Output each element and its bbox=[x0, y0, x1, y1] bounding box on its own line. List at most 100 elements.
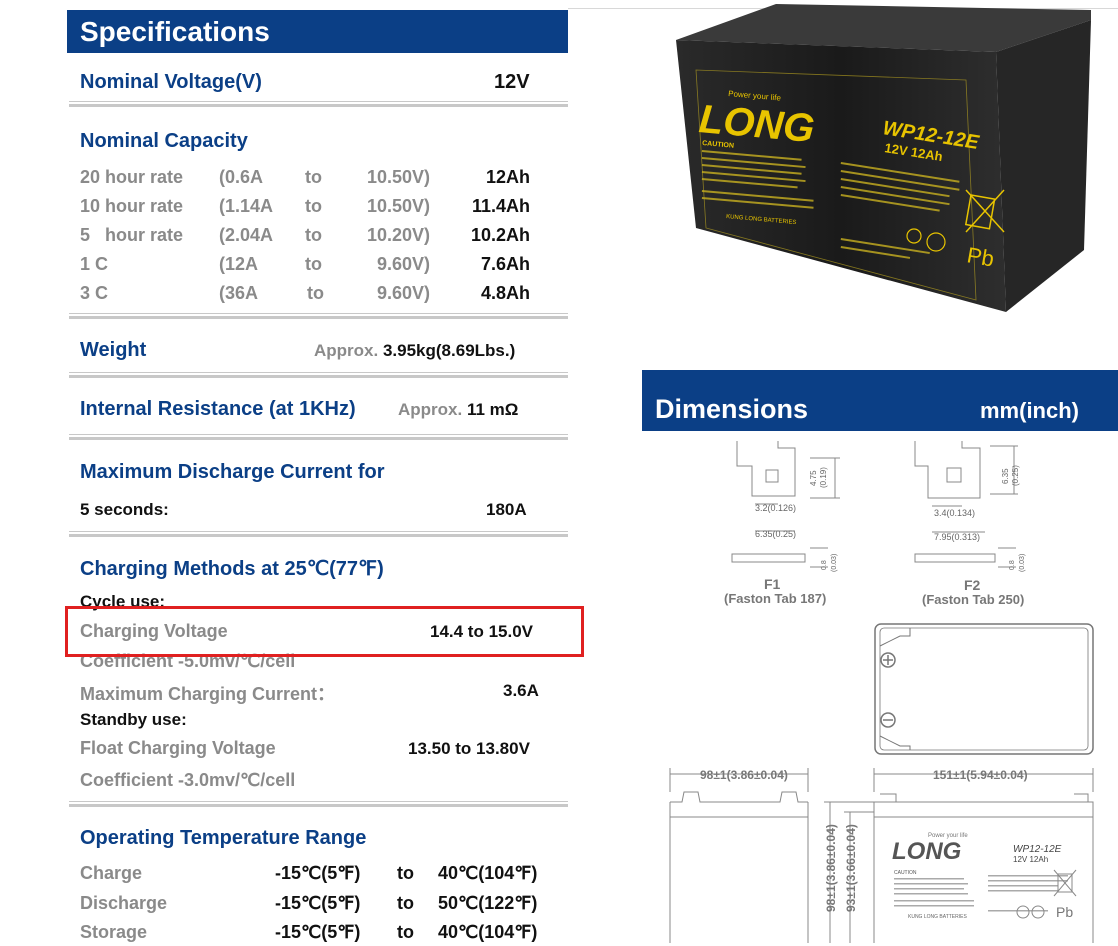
recycle-icon bbox=[906, 228, 946, 252]
capacity-voltage: 9.60V) bbox=[376, 283, 430, 303]
charging-voltage-label: Charging Voltage bbox=[80, 621, 228, 641]
divider bbox=[69, 372, 568, 378]
front-length: 151±1(5.94±0.04) bbox=[933, 768, 1028, 782]
terminal-drawings: 4.75 (0.19) 3.2(0.126) 6.35(0.25) 0.8 (0… bbox=[724, 441, 1026, 607]
capacity-current: (12A bbox=[219, 254, 259, 274]
front-recycle-label: Pb bbox=[1056, 904, 1073, 920]
f1-w2: 6.35(0.25) bbox=[755, 529, 796, 539]
capacity-voltage: 9.60V) bbox=[376, 254, 430, 274]
f2-t: 0.8 bbox=[1009, 560, 1016, 570]
max-charging-current-label: Maximum Charging Current： bbox=[80, 684, 336, 704]
battery-photo: Power your life LONG WP12-12E 12V 12Ah C… bbox=[676, 4, 1091, 312]
capacity-value: 11.4Ah bbox=[471, 196, 530, 216]
capacity-current: (1.14A bbox=[219, 196, 274, 216]
weight-value: 3.95kg(8.69Lbs.) bbox=[382, 341, 516, 360]
max-charging-current-value: 3.6A bbox=[503, 681, 539, 700]
capacity-value: 7.6Ah bbox=[480, 254, 530, 274]
capacity-row: 1 C (12A to 9.60V) 7.6Ah bbox=[0, 254, 560, 278]
front-tagline: Power your life bbox=[928, 833, 968, 839]
side-view-drawing: 98±1(3.86±0.04) bbox=[669, 768, 809, 943]
charging-methods-title: Charging Methods at 25℃(77℉) bbox=[80, 558, 384, 580]
internal-resistance-value: 11 mΩ bbox=[466, 400, 519, 419]
nominal-capacity-title: Nominal Capacity bbox=[80, 130, 248, 152]
max-discharge-title: Maximum Discharge Current for bbox=[80, 461, 385, 483]
divider bbox=[69, 531, 568, 537]
front-view-drawing: 151±1(5.94±0.04) 98±1(3.86±0.04) 93±1(3.… bbox=[824, 768, 1094, 943]
standby-use-label: Standby use: bbox=[80, 710, 187, 729]
weight-value-group: Approx. 3.95kg(8.69Lbs.) bbox=[314, 341, 515, 361]
dimensions-unit: mm(inch) bbox=[980, 398, 1079, 423]
temp-to: to bbox=[397, 922, 414, 942]
internal-resistance-label: Internal Resistance (at 1KHz) bbox=[80, 398, 356, 420]
f2-h-in: (0.25) bbox=[1011, 465, 1020, 486]
f1-name: F1 bbox=[764, 576, 781, 592]
capacity-row: 10 hour rate (1.14A to 10.50V) 11.4Ah bbox=[0, 196, 560, 220]
capacity-row: 20 hour rate (0.6A to 10.50V) 12Ah bbox=[0, 167, 560, 191]
temp-low: -15℃(5℉) bbox=[275, 893, 361, 913]
dimensions-title: Dimensions bbox=[655, 394, 809, 424]
side-width: 98±1(3.86±0.04) bbox=[700, 768, 788, 782]
specifications-title: Specifications bbox=[80, 16, 270, 47]
temp-label: Storage bbox=[80, 922, 148, 942]
temp-high: 50℃(122℉) bbox=[438, 893, 538, 913]
float-voltage-value: 13.50 to 13.80V bbox=[408, 739, 530, 758]
specifications-header: Specifications bbox=[67, 10, 568, 53]
temp-row: Storage -15℃(5℉) to 40℃(104℉) bbox=[0, 922, 560, 946]
capacity-value: 12Ah bbox=[485, 167, 530, 187]
height-body: 93±1(3.66±0.04) bbox=[844, 824, 858, 912]
front-brand: LONG bbox=[892, 838, 961, 865]
capacity-rate: 20 hour rate bbox=[80, 167, 184, 187]
temp-row: Charge -15℃(5℉) to 40℃(104℉) bbox=[0, 863, 560, 887]
battery-recycle-label: Pb bbox=[965, 242, 996, 271]
internal-resistance-prefix: Approx. bbox=[398, 400, 463, 419]
f2-caption: (Faston Tab 250) bbox=[922, 592, 1024, 607]
f1-w1: 3.2(0.126) bbox=[755, 503, 796, 513]
capacity-current: (2.04A bbox=[219, 225, 274, 245]
temp-to: to bbox=[397, 893, 414, 913]
capacity-voltage: 10.50V) bbox=[366, 167, 430, 187]
temp-label: Charge bbox=[80, 863, 143, 883]
temp-label: Discharge bbox=[80, 893, 168, 913]
front-caution: CAUTION bbox=[894, 870, 917, 876]
capacity-to: to bbox=[307, 283, 324, 303]
f2-w2: 7.95(0.313) bbox=[934, 532, 980, 542]
capacity-rate: 5 hour rate bbox=[80, 225, 184, 245]
capacity-to: to bbox=[305, 225, 322, 245]
capacity-to: to bbox=[305, 167, 322, 187]
battery-brand: LONG bbox=[697, 97, 816, 151]
dimensions-header: Dimensions mm(inch) bbox=[642, 370, 1118, 431]
top-view-drawing bbox=[874, 623, 1094, 755]
divider bbox=[69, 434, 568, 440]
f1-h-in: (0.19) bbox=[819, 467, 828, 488]
front-maker: KUNG LONG BATTERIES bbox=[908, 914, 967, 920]
operating-temp-title: Operating Temperature Range bbox=[80, 827, 367, 849]
capacity-value: 4.8Ah bbox=[480, 283, 530, 303]
f2-name: F2 bbox=[964, 577, 981, 593]
max-discharge-value: 180A bbox=[486, 500, 527, 519]
temp-low: -15℃(5℉) bbox=[275, 922, 361, 942]
temp-high: 40℃(104℉) bbox=[438, 863, 538, 883]
capacity-voltage: 10.50V) bbox=[366, 196, 430, 216]
front-model: WP12-12E bbox=[1013, 844, 1062, 855]
height-total: 98±1(3.86±0.04) bbox=[824, 824, 838, 912]
nominal-voltage-label: Nominal Voltage(V) bbox=[80, 71, 262, 93]
divider bbox=[69, 101, 568, 107]
f2-h: 6.35 bbox=[1001, 468, 1010, 484]
coefficient-standby: Coefficient -3.0mv/℃/cell bbox=[80, 770, 296, 790]
capacity-rate: 1 C bbox=[80, 254, 109, 274]
capacity-to: to bbox=[305, 196, 322, 216]
temp-to: to bbox=[397, 863, 414, 883]
capacity-rate: 10 hour rate bbox=[80, 196, 184, 216]
highlight-box bbox=[65, 606, 584, 657]
f1-t: 0.8 bbox=[821, 560, 828, 570]
temp-low: -15℃(5℉) bbox=[275, 863, 361, 883]
temp-high: 40℃(104℉) bbox=[438, 922, 538, 942]
f1-caption: (Faston Tab 187) bbox=[724, 591, 826, 606]
battery-caution: CAUTION bbox=[702, 140, 734, 150]
capacity-voltage: 10.20V) bbox=[366, 225, 430, 245]
capacity-to: to bbox=[305, 254, 322, 274]
divider bbox=[69, 801, 568, 807]
capacity-row: 5 hour rate (2.04A to 10.20V) 10.2Ah bbox=[0, 225, 560, 249]
max-discharge-label: 5 seconds: bbox=[80, 500, 169, 519]
front-recycle-icon bbox=[1016, 869, 1077, 919]
